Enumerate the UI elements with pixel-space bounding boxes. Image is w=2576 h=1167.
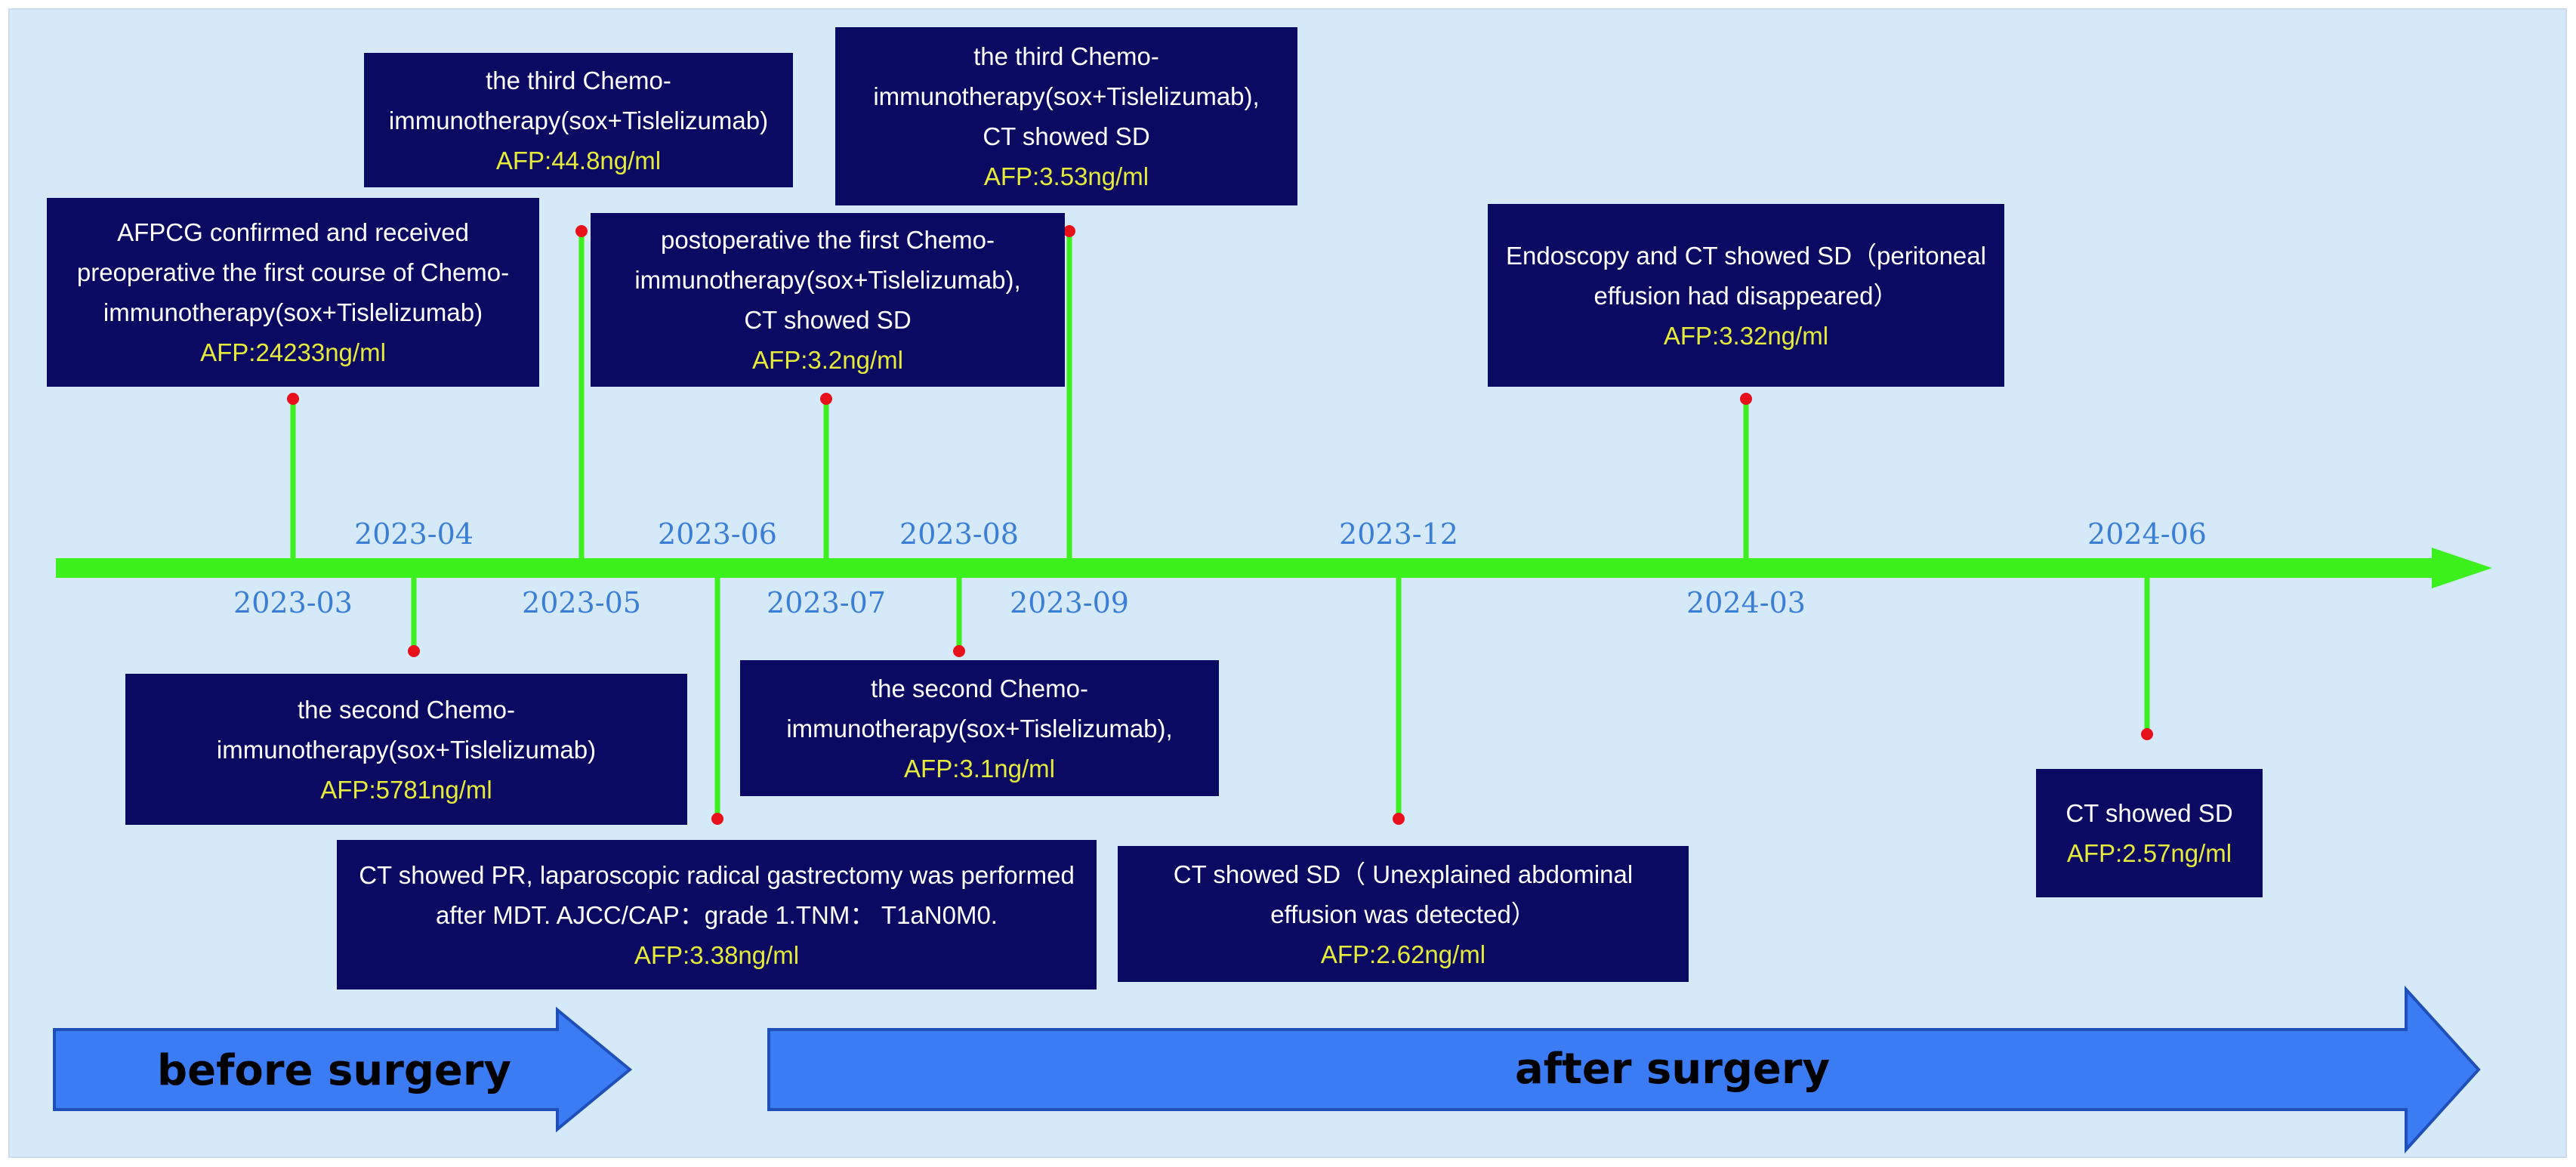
afp-value: AFP:3.1ng/ml (904, 754, 1055, 783)
event-box-2023-08: the second Chemo-immunotherapy(sox+Tisle… (740, 660, 1219, 796)
event-dot-2023-06 (711, 813, 723, 825)
date-label-2023-09: 2023-09 (1010, 586, 1129, 619)
before-surgery-arrow (53, 1006, 633, 1133)
event-box-2023-06: CT showed PR, laparoscopic radical gastr… (337, 840, 1097, 989)
event-box-2023-12: CT showed SD（ Unexplained abdominal effus… (1118, 846, 1689, 982)
event-dot-2023-09 (1063, 225, 1075, 237)
afp-value: AFP:2.57ng/ml (2066, 839, 2232, 867)
date-label-2024-06: 2024-06 (2087, 517, 2207, 551)
date-label-2023-04: 2023-04 (354, 517, 474, 551)
event-box-2023-07: postoperative the first Chemo-immunother… (591, 213, 1065, 387)
event-dot-2024-06 (2141, 728, 2153, 740)
event-box-2023-03: AFPCG confirmed and received preoperative… (47, 198, 539, 387)
event-dot-2023-12 (1393, 813, 1405, 825)
date-label-2023-12: 2023-12 (1339, 517, 1458, 551)
event-text-line: CT showed SD (744, 306, 912, 334)
event-text-line: immunotherapy(sox+Tislelizumab) (216, 735, 597, 764)
event-box-2023-09: the third Chemo-immunotherapy(sox+Tislel… (835, 27, 1297, 205)
event-dot-2023-03 (287, 393, 299, 405)
event-text-line: the second Chemo- (871, 674, 1088, 702)
event-text-line: effusion had disappeared） (1593, 281, 1899, 310)
event-text-line: immunotherapy(sox+Tislelizumab), (873, 82, 1260, 110)
event-dot-2024-03 (1740, 393, 1752, 405)
date-label-2023-03: 2023-03 (233, 586, 353, 619)
event-text-line: AFPCG confirmed and received (117, 218, 469, 246)
event-text-line: immunotherapy(sox+Tislelizumab), (634, 266, 1021, 294)
event-text-line: after MDT. AJCC/CAP：grade 1.TNM： T1aN0M0… (436, 900, 998, 929)
before-surgery-label: before surgery (157, 1046, 511, 1095)
event-dot-2023-07 (820, 393, 832, 405)
event-text-line: CT showed PR, laparoscopic radical gastr… (359, 860, 1075, 889)
event-box-2023-04: the second Chemo-immunotherapy(sox+Tisle… (125, 674, 687, 825)
after-surgery-arrow (767, 985, 2481, 1154)
date-label-2023-06: 2023-06 (658, 517, 777, 551)
event-text-line: the third Chemo- (973, 42, 1159, 70)
event-text-line: preoperative the first course of Chemo- (76, 258, 510, 286)
afp-value: AFP:2.62ng/ml (1320, 940, 1486, 968)
event-text-line: CT showed SD (2065, 799, 2233, 827)
afp-value: AFP:3.32ng/ml (1663, 321, 1829, 350)
event-text-line: immunotherapy(sox+Tislelizumab) (103, 298, 483, 326)
event-text-line: the third Chemo- (486, 66, 671, 94)
afp-value: AFP:3.53ng/ml (983, 162, 1149, 190)
event-text-line: immunotherapy(sox+Tislelizumab), (786, 714, 1173, 742)
event-text-line: immunotherapy(sox+Tislelizumab) (388, 106, 769, 134)
afp-value: AFP:3.2ng/ml (752, 346, 903, 374)
date-label-2023-08: 2023-08 (899, 517, 1019, 551)
event-box-2023-05: the third Chemo-immunotherapy(sox+Tislel… (364, 53, 793, 187)
event-text-line: CT showed SD（ Unexplained abdominal (1173, 860, 1634, 888)
event-text-line: the second Chemo- (298, 695, 515, 724)
event-box-2024-03: Endoscopy and CT showed SD（peritoneal eff… (1488, 204, 2004, 387)
date-label-2023-05: 2023-05 (522, 586, 641, 619)
event-text-line: CT showed SD (983, 122, 1150, 150)
afp-value: AFP:5781ng/ml (320, 775, 492, 804)
afp-value: AFP:24233ng/ml (200, 338, 386, 366)
event-text-line: effusion was detected） (1270, 900, 1536, 928)
event-dot-2023-05 (575, 225, 588, 237)
after-surgery-label: after surgery (1515, 1045, 1831, 1094)
timeline-axis-arrow (56, 548, 2492, 588)
event-text-line: Endoscopy and CT showed SD（peritoneal (1506, 241, 1986, 270)
event-text-line: postoperative the first Chemo- (660, 226, 995, 254)
event-box-2024-06: CT showed SD AFP:2.57ng/ml (2036, 769, 2263, 897)
afp-value: AFP:44.8ng/ml (495, 146, 662, 174)
event-dot-2023-04 (408, 645, 420, 657)
afp-value: AFP:3.38ng/ml (634, 940, 800, 969)
date-label-2023-07: 2023-07 (767, 586, 886, 619)
date-label-2024-03: 2024-03 (1686, 586, 1806, 619)
event-dot-2023-08 (953, 645, 965, 657)
